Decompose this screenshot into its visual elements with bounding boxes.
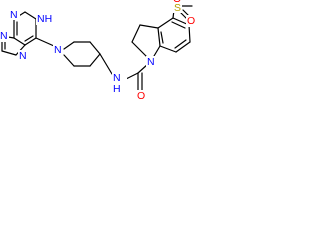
molecule-structure: N NH N N N N H O N S O O <box>0 0 196 102</box>
atom-sulfonyl-o1: O <box>173 0 181 5</box>
atom-sulfonyl-o2: O <box>187 15 195 27</box>
atom-amide-n: N <box>113 72 121 84</box>
atom-n3: N <box>0 30 8 42</box>
atom-piperidine-n: N <box>54 44 62 56</box>
atom-n1: N <box>10 9 18 21</box>
atom-n9h: NH <box>37 13 52 25</box>
atom-indoline-n: N <box>147 56 155 68</box>
atom-amide-h: H <box>113 83 121 95</box>
atom-sulfur: S <box>174 2 181 14</box>
bonds <box>1 0 193 91</box>
atom-n7: N <box>19 50 27 62</box>
atom-labels: N NH N N N N H O N S O O <box>0 0 196 102</box>
atom-carbonyl-o: O <box>137 90 145 102</box>
